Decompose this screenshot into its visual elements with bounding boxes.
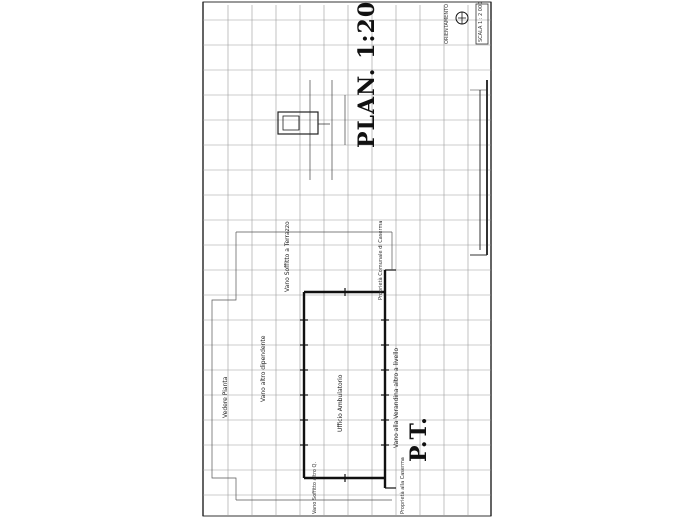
room-label-bottom: Vano Soffitto altro Q. [312, 461, 318, 514]
north-arrow-symbol [455, 11, 469, 25]
room-label-right-side: Vano alla Verandina altro a livello [393, 347, 400, 448]
wall-ticks [300, 288, 389, 482]
room-label-left-side: Vano altro dipendente [260, 335, 267, 402]
scale-note: SCALA 1 : 2 000 [478, 1, 484, 42]
floor-label: P.T. [406, 416, 432, 462]
street-label-top: Proprietà Comunale di Caserma [378, 220, 384, 300]
orientation-label: ORIENTAMENTO [444, 3, 450, 44]
room-label-center: Ufficio Ambulatorio [337, 374, 344, 432]
ground-floor-plan [300, 269, 396, 489]
corner-stamp [475, 3, 489, 45]
room-label-upper-right: Vano Soffitto a Terrazzo [284, 221, 291, 292]
property-outline [211, 231, 393, 501]
sheet-border [202, 1, 492, 517]
grid-horizontal-lines [203, 19, 491, 496]
right-margin-frame [470, 80, 488, 256]
site-plan-building [277, 80, 346, 180]
street-label-bottom: Proprietà alla Caserma [400, 457, 406, 514]
plan-title: PLAN. 1:2000 [354, 0, 380, 148]
room-label-left-far: Vedere Pianta [222, 376, 229, 418]
grid-vertical-lines [227, 5, 469, 516]
